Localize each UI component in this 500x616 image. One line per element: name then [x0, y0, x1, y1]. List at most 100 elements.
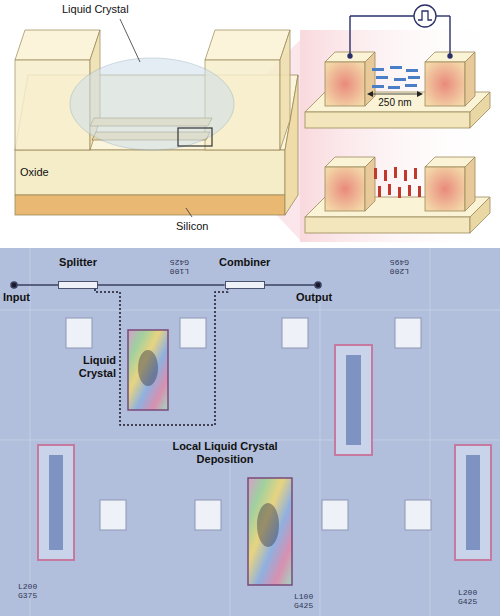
- liquid-crystal-patch: [257, 503, 279, 547]
- coupler-box: [225, 281, 265, 289]
- inset-lower: [325, 167, 365, 211]
- bond-pad: [195, 500, 221, 530]
- liquid-crystal-patch: [138, 350, 158, 386]
- voltage-source-symbol: [414, 5, 436, 27]
- component-label: Splitter: [59, 256, 97, 269]
- micrograph-background: [0, 248, 500, 616]
- heater-component: [335, 345, 372, 455]
- heater-component: [346, 355, 361, 445]
- liquid-crystal-molecule: [388, 184, 391, 195]
- liquid-crystal-molecule: [398, 187, 401, 198]
- chip-marking: L200 G375: [18, 582, 42, 600]
- liquid-crystal-dome: [70, 58, 234, 150]
- micrograph-background: [430, 248, 431, 616]
- zoom-beam: [300, 30, 498, 242]
- liquid-crystal-molecule: [408, 185, 411, 196]
- inset-upper: [305, 112, 470, 128]
- inset-upper: [305, 52, 490, 128]
- bond-pad: [282, 318, 308, 348]
- leader-line: [186, 208, 192, 217]
- bond-pad: [100, 500, 126, 530]
- liquid-crystal-molecule: [374, 167, 421, 198]
- heater-component: [38, 345, 491, 560]
- chip-marking: L200 G495: [385, 258, 409, 276]
- bond-pad: [66, 318, 92, 348]
- micrograph-background: [30, 248, 31, 616]
- liquid-crystal-molecule: [372, 85, 384, 88]
- electrode-wire: [436, 15, 450, 16]
- waveguide-trace: [14, 284, 60, 286]
- bond-pad: [405, 500, 431, 530]
- bond-pad: [395, 318, 421, 348]
- inset-lower: [425, 167, 465, 211]
- liquid-crystal-molecule: [394, 78, 406, 81]
- liquid-crystal-patch: [248, 478, 292, 585]
- electrode-wire: [449, 16, 450, 56]
- heater-component: [466, 455, 480, 550]
- port-label: Input: [3, 291, 47, 304]
- region-label: Local Liquid Crystal Deposition: [150, 440, 300, 465]
- voltage-source-symbol: [418, 11, 432, 20]
- electrode-wire: [350, 15, 414, 16]
- inset-lower: [465, 157, 475, 211]
- port-label: Output: [296, 291, 346, 304]
- dimension-arrow: [370, 94, 420, 95]
- inset-lower: [305, 157, 490, 233]
- liquid-crystal-molecule: [376, 76, 388, 79]
- bond-pad: [180, 318, 206, 348]
- liquid-crystal-molecule: [404, 170, 407, 181]
- part-label: Silicon: [176, 220, 230, 233]
- dimension-arrow: [367, 91, 373, 97]
- liquid-crystal-molecule: [384, 170, 387, 181]
- liquid-crystal-molecule: [388, 86, 400, 89]
- liquid-crystal-molecule: [390, 66, 402, 69]
- combiner-node: Combiner: [219, 256, 270, 289]
- bond-pad: [322, 500, 348, 530]
- part-label: Liquid Crystal: [62, 3, 162, 16]
- zoom-region: [178, 128, 212, 146]
- cladding-pillar: [280, 30, 290, 150]
- electrode-wire: [448, 54, 452, 58]
- zoom-region: [178, 128, 212, 146]
- inset-lower: [365, 157, 375, 211]
- electrode-wire: [348, 16, 452, 58]
- liquid-crystal-patch: [128, 330, 168, 410]
- liquid-crystal-molecule: [394, 167, 397, 178]
- coupler-box: [58, 281, 98, 289]
- voltage-source-symbol: [414, 5, 436, 27]
- chip-body: [15, 195, 285, 215]
- waveguide-trace: [315, 282, 321, 288]
- micrograph-background: [230, 440, 231, 616]
- inset-upper: [325, 62, 365, 106]
- liquid-crystal-molecule: [405, 84, 417, 87]
- cladding-pillar: [205, 30, 290, 60]
- chip-marking: L200 G425: [458, 588, 482, 606]
- component-label: Combiner: [219, 256, 270, 269]
- dimension-label: 250 nm: [372, 97, 418, 109]
- liquid-crystal-molecule: [414, 168, 417, 179]
- heater-component: [455, 445, 491, 560]
- liquid-crystal-molecule: [408, 76, 420, 79]
- liquid-crystal-dome: [70, 58, 234, 150]
- waveguide-trace: [265, 284, 318, 286]
- heater-component: [49, 455, 63, 550]
- cladding-pillar: [15, 30, 290, 150]
- heater-component: [38, 445, 74, 560]
- dimension-arrow: [417, 91, 423, 97]
- liquid-crystal-molecule: [372, 68, 384, 71]
- leader-line: [120, 19, 140, 62]
- region-label: Liquid Crystal: [58, 354, 116, 379]
- chip-body: [15, 150, 285, 195]
- inset-upper: [425, 62, 465, 106]
- leader-line: [120, 19, 192, 217]
- splitter-node: Splitter: [58, 256, 98, 289]
- inset-lower: [305, 217, 470, 233]
- micrograph-background: [0, 248, 500, 616]
- liquid-crystal-molecule: [418, 186, 421, 197]
- waveguide-arm: [98, 284, 225, 286]
- micrograph-background: [0, 248, 500, 616]
- waveguide-trace: [11, 282, 321, 288]
